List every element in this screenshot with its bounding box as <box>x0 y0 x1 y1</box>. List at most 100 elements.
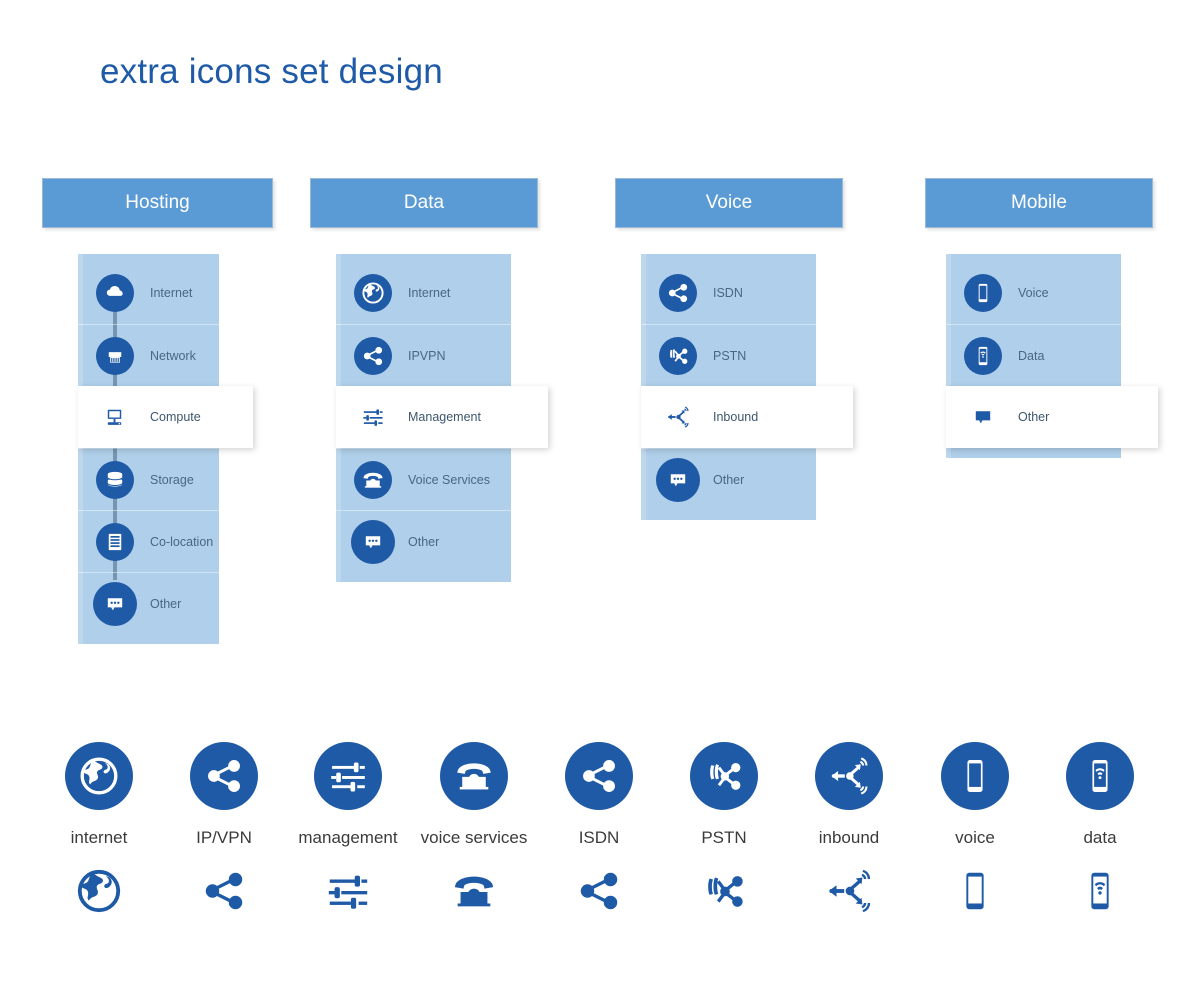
gallery-item-voice: voice <box>920 742 1030 922</box>
service-item-label: Network <box>150 348 196 363</box>
gallery-item-management: management <box>293 742 403 922</box>
service-item-co-location[interactable]: Co-location <box>78 510 219 572</box>
service-item-storage[interactable]: Storage <box>78 448 219 510</box>
service-item-label: Storage <box>150 472 194 487</box>
telephone-icon-plain <box>419 860 529 922</box>
share-icon <box>354 336 392 375</box>
globe-icon[interactable] <box>65 742 133 810</box>
inbound-icon-plain <box>794 860 904 922</box>
service-item-other[interactable]: Other <box>641 448 816 510</box>
inbound-icon[interactable] <box>815 742 883 810</box>
mobile-phone-icon-plain <box>920 860 1030 922</box>
service-item-internet[interactable]: Internet <box>78 262 219 324</box>
chat-dots-icon <box>354 522 392 561</box>
mobile-phone-wifi-icon-plain <box>1045 860 1155 922</box>
service-item-label: IPVPN <box>408 348 446 363</box>
service-item-label: Co-location <box>150 534 214 549</box>
cloud-icon <box>96 274 134 312</box>
gallery-item-label: voice services <box>420 828 528 847</box>
chat-dots-icon <box>96 584 134 623</box>
inbound-icon <box>659 398 697 436</box>
server-rack-icon <box>96 522 134 561</box>
gallery-item-label: internet <box>70 828 128 847</box>
service-item-data[interactable]: Data <box>946 324 1121 386</box>
gallery-item-label: ISDN <box>578 828 620 847</box>
service-item-label: Other <box>713 472 745 487</box>
globe-icon <box>354 274 392 312</box>
mobile-phone-icon[interactable] <box>941 742 1009 810</box>
pstn-icon-plain <box>669 860 779 922</box>
service-item-voice[interactable]: Voice <box>946 262 1121 324</box>
service-item-label: Internet <box>408 286 451 300</box>
pstn-icon[interactable] <box>690 742 758 810</box>
service-item-other[interactable]: Other <box>78 572 219 634</box>
page-title: extra icons set design <box>100 52 443 91</box>
service-item-network[interactable]: Network <box>78 324 219 386</box>
gallery-item-label: management <box>298 828 398 847</box>
column-header-voice[interactable]: Voice <box>615 178 843 228</box>
share-icon[interactable] <box>565 742 633 810</box>
service-item-label: Other <box>150 596 182 611</box>
chat-dots-icon <box>964 398 1002 436</box>
gallery-item-label: inbound <box>818 828 880 847</box>
share-icon-plain <box>544 860 654 922</box>
service-item-label: PSTN <box>713 348 747 363</box>
share-icon <box>659 274 697 312</box>
column-header-hosting[interactable]: Hosting <box>42 178 273 228</box>
sliders-icon-plain <box>293 860 403 922</box>
service-item-internet[interactable]: Internet <box>336 262 511 324</box>
service-item-label: Voice <box>1018 286 1049 300</box>
gallery-item-label: voice <box>955 828 995 847</box>
service-item-label: Other <box>408 534 440 549</box>
service-item-label: ISDN <box>713 286 743 300</box>
service-item-compute[interactable]: Compute <box>78 386 253 448</box>
column-header-data[interactable]: Data <box>310 178 538 228</box>
globe-icon-plain <box>44 860 154 922</box>
gallery-item-label: data <box>1083 828 1117 847</box>
sliders-icon[interactable] <box>314 742 382 810</box>
gallery-item-label: PSTN <box>701 828 747 847</box>
gallery-item-inbound: inbound <box>794 742 904 922</box>
monitor-icon <box>96 398 134 436</box>
share-icon-plain <box>169 860 279 922</box>
service-item-pstn[interactable]: PSTN <box>641 324 816 386</box>
database-icon <box>96 460 134 499</box>
ethernet-port-icon <box>96 336 134 375</box>
mobile-phone-wifi-icon[interactable] <box>1066 742 1134 810</box>
service-item-label: Inbound <box>713 410 759 424</box>
mobile-phone-icon <box>964 274 1002 312</box>
gallery-item-data: data <box>1045 742 1155 922</box>
gallery-item-pstn: PSTN <box>669 742 779 922</box>
service-item-voice-services[interactable]: Voice Services <box>336 448 511 510</box>
share-icon[interactable] <box>190 742 258 810</box>
chat-dots-icon <box>659 460 697 499</box>
service-item-label: Internet <box>150 286 193 300</box>
service-item-label: Other <box>1018 410 1050 424</box>
service-item-management[interactable]: Management <box>336 386 548 448</box>
service-item-other[interactable]: Other <box>336 510 511 572</box>
column-header-mobile[interactable]: Mobile <box>925 178 1153 228</box>
service-item-other[interactable]: Other <box>946 386 1158 448</box>
gallery-item-internet: internet <box>44 742 154 922</box>
service-item-label: Management <box>408 410 481 424</box>
service-item-isdn[interactable]: ISDN <box>641 262 816 324</box>
service-item-label: Voice Services <box>408 472 490 487</box>
mobile-phone-wifi-icon <box>964 336 1002 375</box>
gallery-item-label: IP/VPN <box>196 828 252 847</box>
service-item-inbound[interactable]: Inbound <box>641 386 853 448</box>
telephone-icon[interactable] <box>440 742 508 810</box>
service-item-ipvpn[interactable]: IPVPN <box>336 324 511 386</box>
pstn-icon <box>659 336 697 375</box>
gallery-item-isdn: ISDN <box>544 742 654 922</box>
service-item-label: Data <box>1018 348 1045 363</box>
telephone-icon <box>354 460 392 499</box>
service-item-label: Compute <box>150 410 201 424</box>
